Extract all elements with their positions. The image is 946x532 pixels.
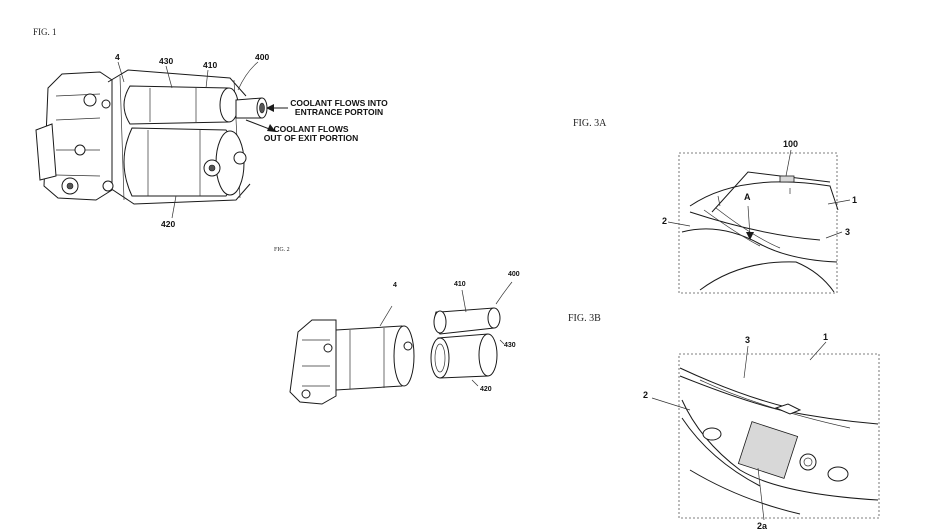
fig3a-callout-A: A [744, 192, 751, 202]
fig1-callout-410: 410 [203, 60, 218, 70]
fig3b-drawing [651, 341, 880, 521]
fig3b-callout-2: 2 [643, 390, 649, 400]
fig2-callout-4: 4 [393, 282, 397, 289]
fig1-label: FIG. 1 [33, 27, 57, 37]
fig1-callout-420: 420 [161, 219, 176, 229]
fig3a-callout-1: 1 [852, 195, 858, 205]
fig2-label: FIG. 2 [274, 247, 290, 253]
fig1-note-inflow: COOLANT FLOWS INTO ENTRANCE PORTOIN [290, 98, 388, 117]
fig1-drawing [35, 61, 288, 219]
fig3b-label: FIG. 3B [568, 313, 601, 324]
fig2-callout-400: 400 [508, 271, 520, 278]
fig3b-callout-1: 1 [823, 332, 829, 342]
fig2-drawing [289, 281, 513, 405]
fig2-callout-430: 430 [504, 342, 516, 349]
fig1-callout-4: 4 [115, 52, 120, 62]
fig2-callout-410: 410 [454, 281, 466, 288]
fig3a-drawing [667, 149, 851, 294]
fig2-callout-420: 420 [480, 386, 492, 393]
fig3a-callout-3: 3 [845, 227, 851, 237]
fig3a-label: FIG. 3A [573, 118, 607, 129]
fig3a-callout-2: 2 [662, 216, 668, 226]
fig3b-callout-3: 3 [745, 335, 751, 345]
fig3b-callout-2a: 2a [757, 521, 768, 531]
fig1-callout-430: 430 [159, 56, 174, 66]
fig3a-callout-100: 100 [783, 139, 799, 149]
fig1-callout-400: 400 [255, 52, 270, 62]
fig1-note-outflow: COOLANT FLOWS OUT OF EXIT PORTION [263, 124, 359, 143]
